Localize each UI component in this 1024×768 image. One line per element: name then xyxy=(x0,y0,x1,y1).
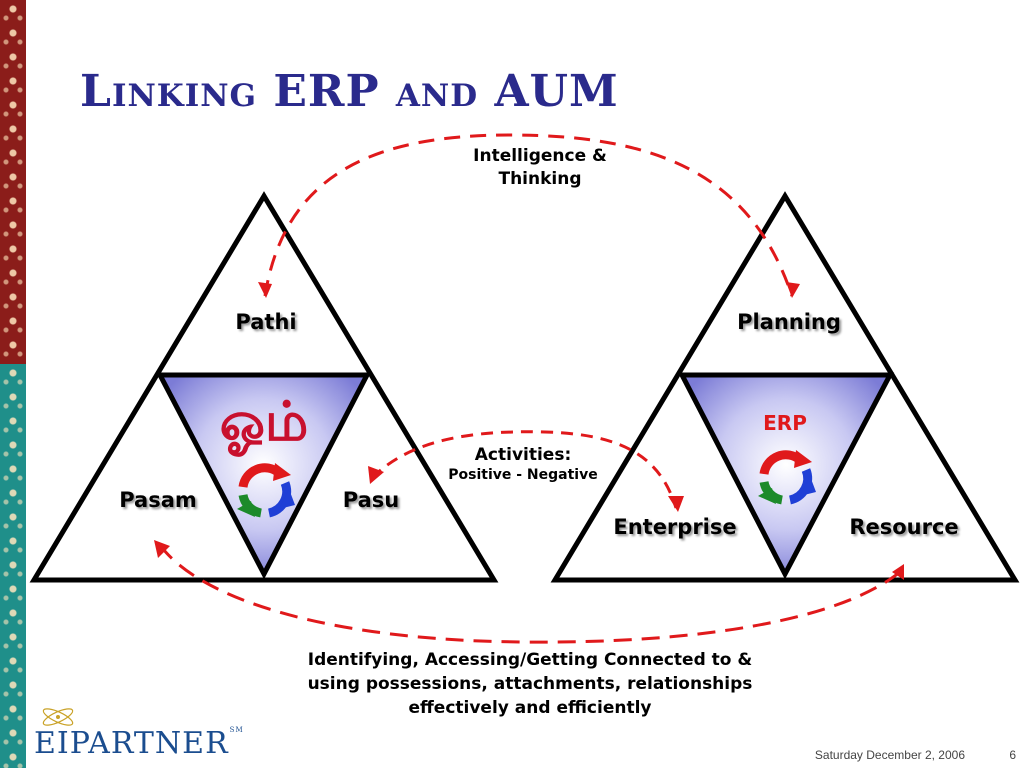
logo-text: EIPARTNER xyxy=(34,726,229,761)
link-caption-middle-line2: Positive - Negative xyxy=(448,467,598,483)
arrowhead-top-left xyxy=(258,282,272,298)
label-pasu: Pasu xyxy=(343,488,399,512)
left-triangle xyxy=(29,191,499,583)
left-inner-triangle xyxy=(155,372,372,580)
om-symbol: ஓம் xyxy=(220,389,309,457)
cycle-arrows-icon-left xyxy=(237,463,295,518)
arrowhead-mid-right xyxy=(668,496,684,512)
label-resource: Resource xyxy=(849,515,958,539)
slide-title: Linking ERP and AUM xyxy=(80,66,619,117)
right-triangle xyxy=(550,191,1020,583)
link-arrow-middle xyxy=(370,430,678,509)
link-caption-bottom-line1: Identifying, Accessing/Getting Connected… xyxy=(307,650,753,670)
decorative-border-bottom xyxy=(0,364,26,768)
link-caption-bottom: Identifying, Accessing/Getting Connected… xyxy=(250,648,810,720)
company-logo: EIPARTNERSM xyxy=(34,726,244,761)
link-arrow-top xyxy=(263,133,794,297)
link-caption-top: Intelligence & Thinking xyxy=(440,145,640,191)
label-pathi: Pathi xyxy=(235,310,296,334)
cycle-arrows-icon-right xyxy=(758,450,816,505)
label-erp: ERP xyxy=(763,411,807,435)
arrowhead-bottom-left xyxy=(154,540,170,558)
arrowhead-mid-left xyxy=(368,466,384,484)
link-arrow-bottom xyxy=(158,544,901,644)
right-inner-triangle xyxy=(677,372,895,580)
footer-date: Saturday December 2, 2006 xyxy=(814,748,965,762)
link-caption-top-line1: Intelligence & xyxy=(473,146,607,166)
arrowhead-top-right xyxy=(786,282,800,298)
link-caption-top-line2: Thinking xyxy=(498,169,582,189)
label-planning: Planning xyxy=(737,310,841,334)
link-caption-middle-line1: Activities: xyxy=(474,445,572,465)
link-caption-bottom-line2: using possessions, attachments, relation… xyxy=(307,674,753,694)
link-caption-bottom-line3: effectively and efficiently xyxy=(408,698,652,718)
page-number: 6 xyxy=(1009,748,1016,762)
label-enterprise: Enterprise xyxy=(613,515,736,539)
decorative-border-top xyxy=(0,0,26,364)
service-mark: SM xyxy=(229,726,244,734)
atom-logo-icon xyxy=(42,708,74,726)
label-pasam: Pasam xyxy=(119,488,197,512)
arrowhead-bottom-right xyxy=(892,564,904,580)
link-caption-middle: Activities: Positive - Negative xyxy=(428,444,618,484)
